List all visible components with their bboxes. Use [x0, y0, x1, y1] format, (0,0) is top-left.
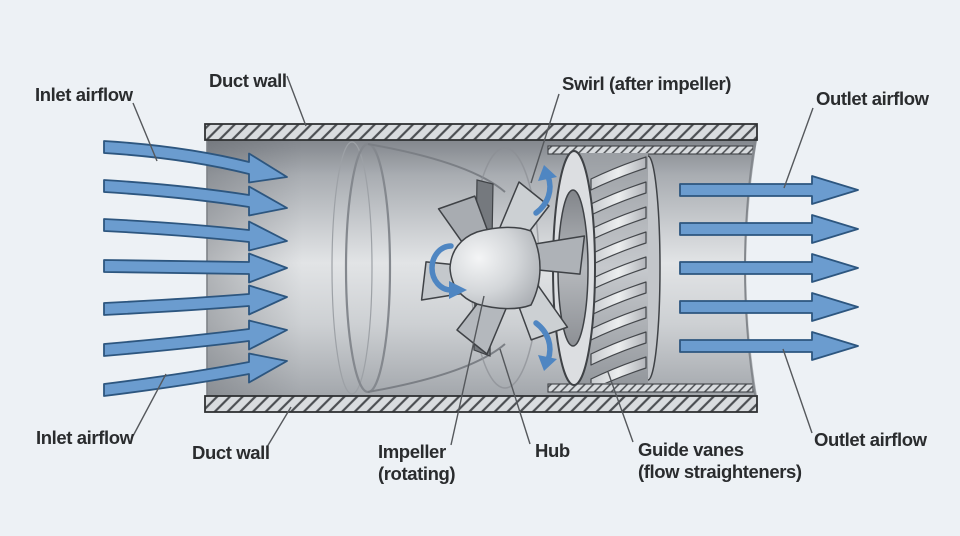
leader-inlet-top — [132, 102, 158, 162]
leader-duct-wall-bottom — [266, 406, 292, 448]
impeller — [420, 147, 586, 389]
leader-hub — [499, 348, 531, 445]
inlet-cone — [331, 141, 506, 395]
label-guide-vanes-line2: (flow straighteners) — [638, 461, 802, 482]
inlet-arrow — [103, 319, 288, 357]
outlet-arrow — [679, 331, 859, 361]
label-outlet-airflow-top: Outlet airflow — [816, 88, 930, 109]
leader-swirl — [530, 93, 560, 184]
outlet-arrow — [679, 253, 859, 283]
label-duct-wall-top: Duct wall — [209, 70, 287, 91]
label-guide-vanes-line1: Guide vanes — [638, 439, 744, 460]
label-inlet-airflow-top: Inlet airflow — [35, 84, 134, 105]
swirl-arrow-top — [533, 165, 557, 216]
swirl-arrow-bottom — [533, 320, 557, 371]
outlet-arrow — [679, 175, 859, 205]
inlet-arrow — [103, 218, 288, 252]
inlet-arrows — [103, 140, 288, 397]
inlet-arrow — [103, 179, 288, 217]
label-inlet-airflow-bottom: Inlet airflow — [36, 427, 135, 448]
label-impeller-line2: (rotating) — [378, 463, 455, 484]
hub-nose — [449, 226, 541, 310]
label-duct-wall-bottom: Duct wall — [192, 442, 270, 463]
label-impeller-line1: Impeller — [378, 441, 446, 462]
inlet-arrow — [103, 352, 288, 397]
outlet-arrow — [679, 214, 859, 244]
labels: Inlet airflow Duct wall Swirl (after imp… — [35, 70, 930, 484]
duct-wall-top — [204, 123, 758, 141]
fan-casing-bottom — [547, 383, 754, 393]
outlet-arrow — [679, 292, 859, 322]
inlet-arrow — [103, 284, 288, 316]
duct-wall-bottom — [204, 395, 758, 413]
leader-duct-wall-top — [286, 75, 307, 127]
label-hub: Hub — [535, 440, 570, 461]
leader-inlet-bottom — [132, 373, 167, 437]
leader-outlet-bottom — [782, 348, 813, 434]
inlet-arrow — [103, 252, 288, 284]
leader-lines — [132, 75, 814, 448]
leader-guide-vanes — [607, 371, 634, 443]
inlet-arrow — [103, 140, 288, 184]
label-outlet-airflow-bottom: Outlet airflow — [814, 429, 928, 450]
leader-outlet-top — [783, 107, 814, 189]
rotation-arrow — [429, 243, 467, 299]
outlet-arrows — [679, 175, 859, 361]
leader-impeller — [450, 295, 485, 446]
guide-vanes — [590, 156, 647, 383]
label-swirl: Swirl (after impeller) — [562, 73, 731, 94]
